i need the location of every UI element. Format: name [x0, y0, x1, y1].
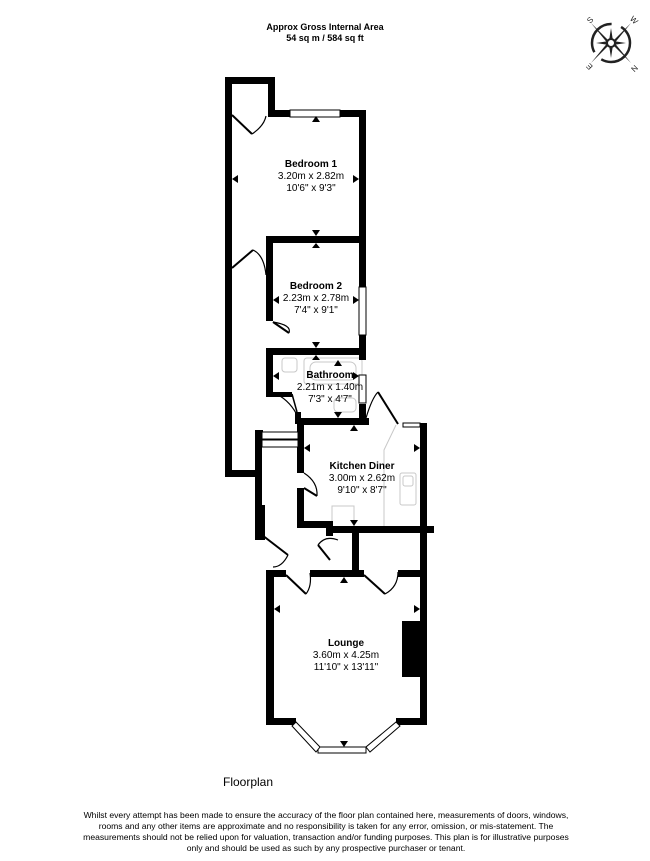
svg-text:S: S: [585, 15, 595, 25]
room-bedroom-2: Bedroom 2 2.23m x 2.78m 7'4" x 9'1": [283, 281, 349, 317]
room-name: Lounge: [327, 638, 365, 649]
disclaimer-text: Whilst every attempt has been made to en…: [83, 810, 569, 853]
area-header: Approx Gross Internal Area 54 sq m / 584…: [0, 22, 650, 44]
area-value: 54 sq m / 584 sq ft: [286, 33, 364, 43]
worktop-fixture: [383, 424, 397, 530]
room-imperial: 10'6" x 9'3": [286, 183, 336, 194]
svg-text:N: N: [629, 63, 640, 74]
room-metric: 3.00m x 2.62m: [328, 473, 396, 484]
room-name: Bedroom 2: [289, 281, 343, 292]
room-imperial: 7'3" x 4'7": [308, 394, 352, 405]
room-bathroom: Bathroom 2.21m x 1.40m 7'3" x 4'7": [297, 370, 363, 406]
room-imperial: 9'10" x 8'7": [337, 485, 387, 496]
room-imperial: 11'10" x 13'11": [313, 662, 379, 673]
sink-fixture: [399, 472, 417, 506]
room-name: Kitchen Diner: [329, 461, 395, 472]
room-name: Bedroom 1: [284, 159, 338, 170]
basin-fixture: [281, 357, 298, 373]
compass-rose-icon: S W E N: [585, 14, 640, 74]
room-imperial: 7'4" x 9'1": [294, 305, 338, 316]
room-kitchen-diner: Kitchen Diner 3.00m x 2.62m 9'10" x 8'7": [329, 461, 395, 497]
room-lounge: Lounge 3.60m x 4.25m 11'10" x 13'11": [313, 638, 379, 674]
room-metric: 2.21m x 1.40m: [296, 382, 364, 393]
room-metric: 3.60m x 4.25m: [312, 650, 380, 661]
area-title: Approx Gross Internal Area: [266, 22, 384, 32]
room-bedroom-1: Bedroom 1 3.20m x 2.82m 10'6" x 9'3": [278, 159, 344, 195]
svg-text:E: E: [585, 61, 595, 71]
room-metric: 2.23m x 2.78m: [282, 293, 350, 304]
toilet-fixture: [333, 397, 357, 413]
room-metric: 3.20m x 2.82m: [277, 171, 345, 182]
room-name: Bathroom: [306, 370, 354, 381]
bath-fixture: [303, 357, 363, 385]
floor-title: Floorplan: [223, 775, 274, 789]
